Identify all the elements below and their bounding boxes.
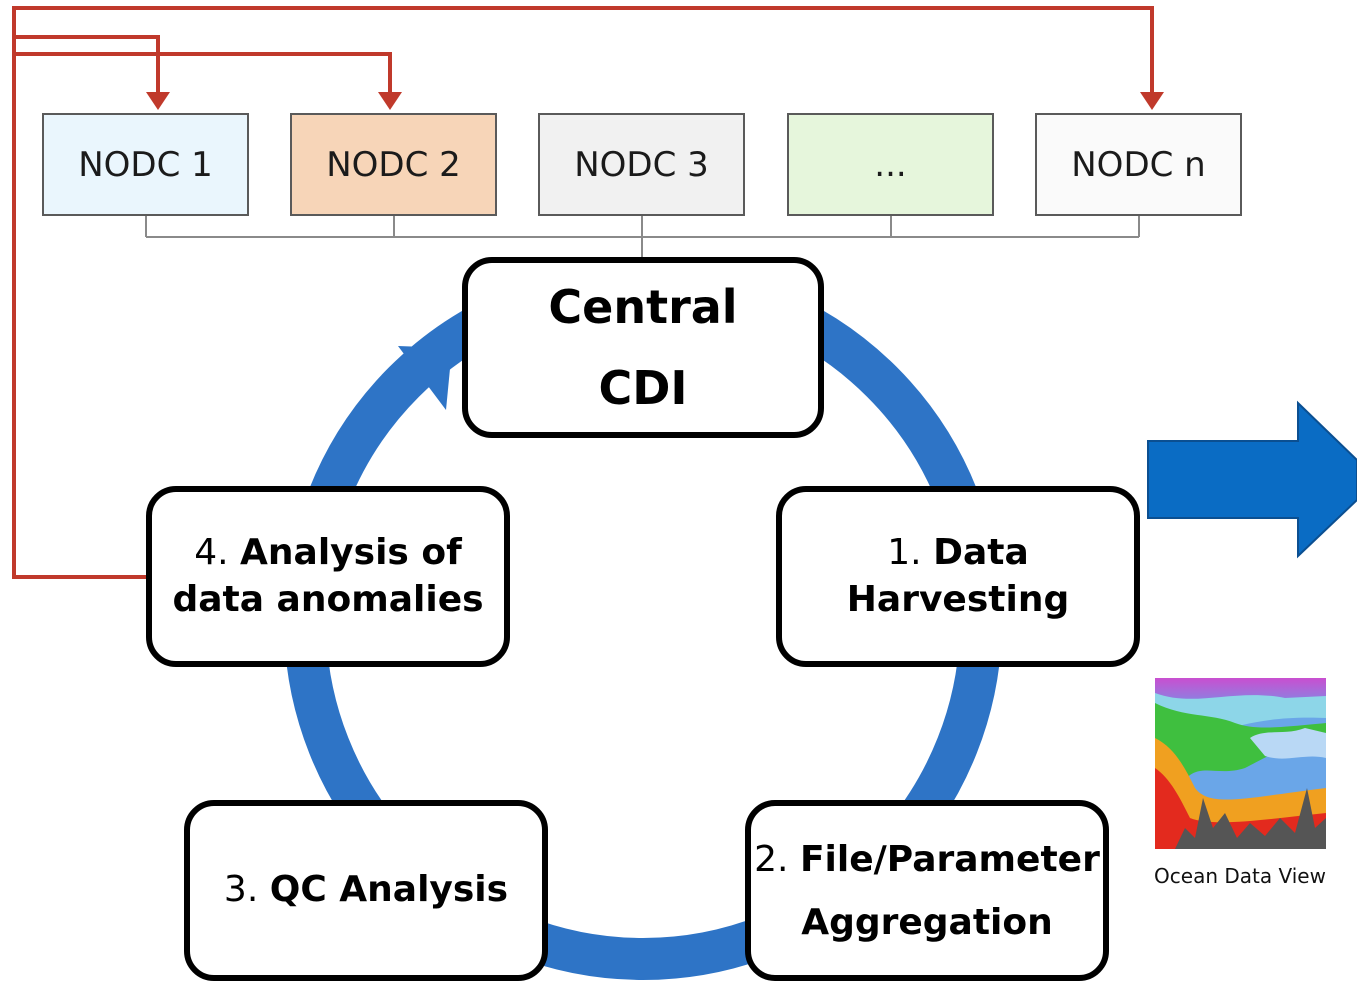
step-4-title-a: Analysis of — [240, 531, 462, 573]
cycle-arrowhead — [398, 346, 452, 410]
nodc-connector — [145, 216, 1140, 262]
ocean-data-view-caption: Ocean Data View — [1154, 864, 1326, 888]
step-3-box: 3. QC Analysis — [184, 800, 548, 981]
feedback-lines — [12, 6, 1154, 579]
step-2-number: 2. — [754, 838, 789, 880]
nodc-1-label: NODC 1 — [78, 144, 213, 185]
step-4-number: 4. — [194, 531, 229, 573]
step-1-title-a: Data — [933, 531, 1029, 573]
nodc-2-label: NODC 2 — [326, 144, 461, 185]
step-2-title-a: File/Parameter — [799, 838, 1100, 880]
step-3-number: 3. — [223, 869, 259, 911]
central-line2: CDI — [598, 360, 688, 415]
central-cdi-box: Central CDI — [462, 257, 824, 438]
ocean-data-view-image — [1155, 678, 1326, 849]
nodc-n-label: NODC n — [1071, 144, 1206, 185]
step-1-number: 1. — [887, 531, 922, 573]
step-1-box: 1. Data Harvesting — [776, 486, 1140, 667]
nodc-n-box: NODC n — [1035, 113, 1242, 216]
nodc-1-box: NODC 1 — [42, 113, 249, 216]
step-4-title-b: data anomalies — [172, 578, 484, 620]
nodc-more-box: ... — [787, 113, 994, 216]
step-1-title-b: Harvesting — [846, 578, 1070, 620]
feedback-arrowheads — [146, 92, 1164, 110]
step-2-box: 2. File/Parameter Aggregation — [745, 800, 1109, 981]
nodc-2-box: NODC 2 — [290, 113, 497, 216]
output-arrow — [1147, 400, 1357, 559]
nodc-more-label: ... — [874, 144, 907, 185]
step-2-title-b: Aggregation — [801, 901, 1053, 943]
nodc-3-label: NODC 3 — [574, 144, 709, 185]
step-3-title: QC Analysis — [269, 869, 509, 911]
nodc-3-box: NODC 3 — [538, 113, 745, 216]
step-4-box: 4. Analysis of data anomalies — [146, 486, 510, 667]
central-line1: Central — [548, 280, 738, 334]
